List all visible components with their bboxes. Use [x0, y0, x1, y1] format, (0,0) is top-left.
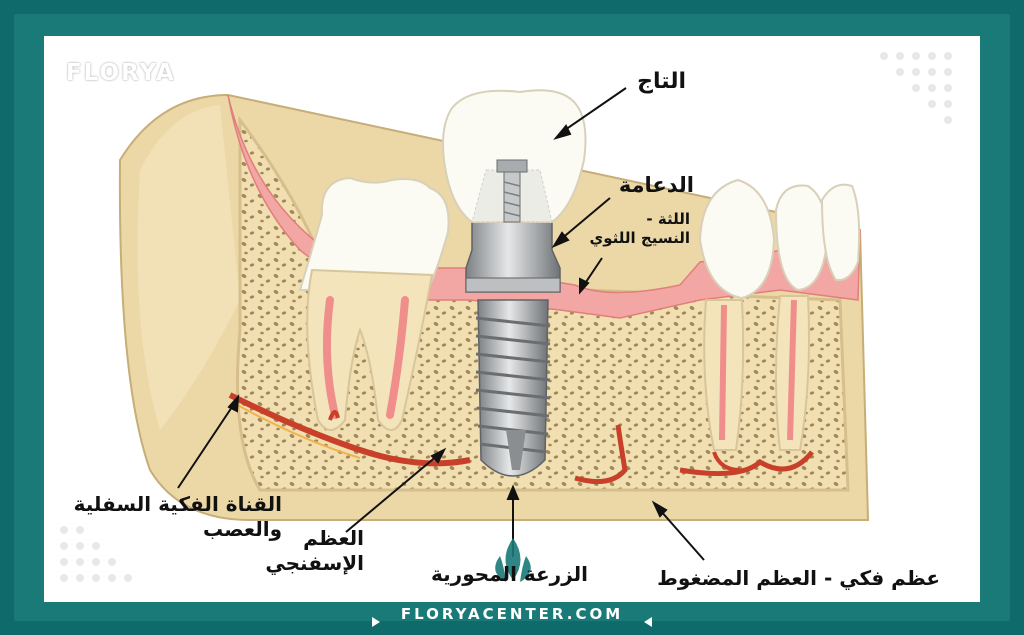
label-gum: اللثة - النسيج اللثوي: [590, 210, 691, 248]
logo-wordmark: FLORYA: [66, 60, 176, 86]
label-implant: الزرعة المحورية: [431, 562, 588, 586]
label-mandibular-canal: القناة الفكية السفلية والعصب: [74, 492, 282, 542]
abutment-post: [465, 221, 561, 293]
label-abutment: الدعامة: [618, 173, 694, 197]
label-spongy-line1: العظم: [303, 526, 364, 550]
label-compact-bone: عظم فكي - العظم المضغوط: [657, 566, 940, 590]
dot-grid-icon: [60, 52, 952, 582]
label-crown: التاج: [637, 69, 686, 94]
logo-subtitle: CENTER: [124, 86, 182, 96]
gum-tissue: [227, 94, 861, 319]
label-spongy-bone: العظم الإسفنجي: [265, 526, 364, 576]
molar-tooth: [298, 176, 450, 431]
crown-cap: [442, 89, 587, 223]
nerve-canal: [228, 392, 814, 485]
front-teeth: [698, 178, 861, 451]
label-canal-line1: القناة الفكية السفلية: [73, 492, 282, 516]
footer-website: FLORYACENTER.COM: [400, 605, 624, 623]
implant-screw: [475, 299, 551, 477]
label-gum-line1: اللثة -: [646, 210, 690, 228]
triangle-arrow-icon: [644, 617, 652, 627]
lotus-icon: [495, 538, 531, 582]
triangle-arrow-icon: [372, 617, 380, 627]
brand-logo: FLORYA CENTER: [66, 60, 179, 96]
label-leader-lines: [177, 87, 705, 561]
label-gum-line2: النسيج اللثوي: [589, 228, 691, 247]
label-spongy-line2: الإسفنجي: [265, 551, 364, 575]
label-canal-line2: والعصب: [203, 517, 282, 541]
